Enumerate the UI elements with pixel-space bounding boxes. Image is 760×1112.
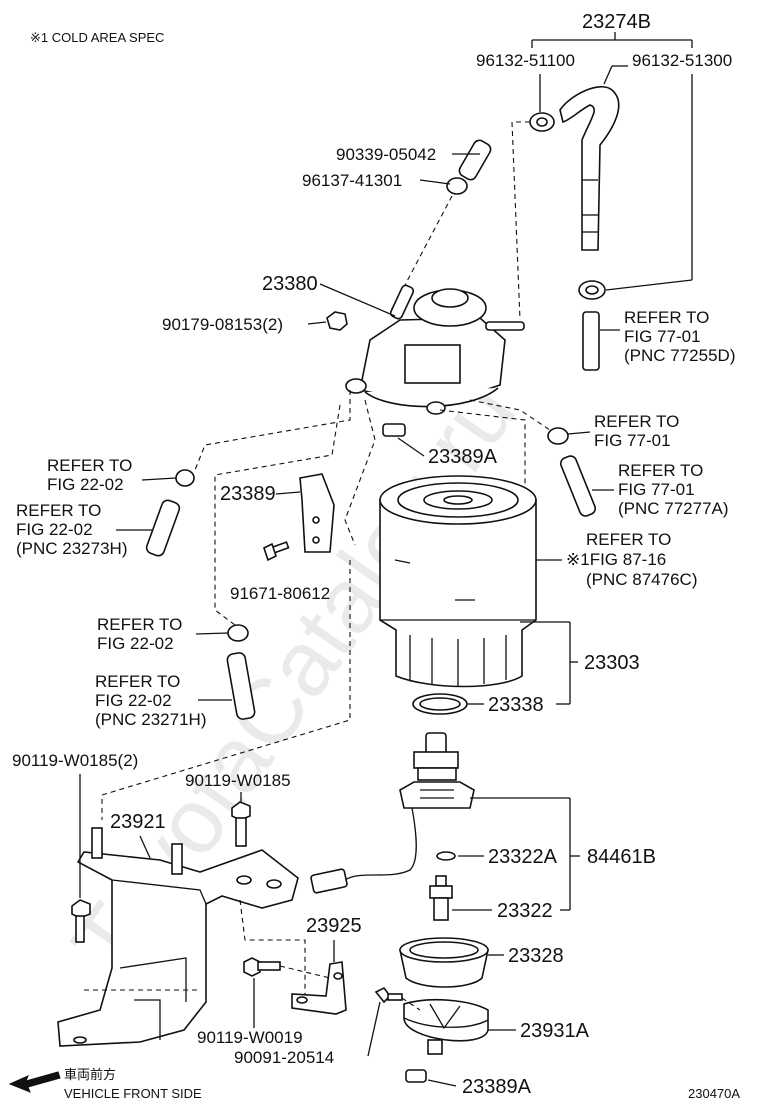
label-96137-41301: 96137-41301 [302,171,402,190]
hose-77277a-icon [559,455,597,517]
label-23389a-bottom: 23389A [462,1076,532,1098]
ref-text: REFER TO [47,456,132,475]
ref-text: FIG 22-02 [95,691,172,710]
label-96132-51100: 96132-51100 [476,51,575,70]
clamp-band-23931a[interactable] [403,998,489,1055]
clip-23389a-bottom-icon[interactable] [405,1069,427,1083]
label-23274b: 23274B [582,11,651,33]
label-90179-08153: 90179-08153(2) [162,315,283,334]
ref-fig-77-01-pnc-77255d[interactable]: REFER TO FIG 77-01 (PNC 77255D) [624,308,736,365]
label-90119-w0185: 90119-W0185 [185,771,291,790]
ref-text: (PNC 77255D) [624,346,736,365]
ref-text: REFER TO [586,530,671,549]
label-23322: 23322 [497,900,553,922]
ref-text: FIG 22-02 [97,634,174,653]
clip-23389a-top-icon[interactable] [382,423,406,437]
clamp-22-02-a-icon [175,469,195,487]
nut-90179-08153-icon[interactable] [326,311,348,331]
label-84461b: 84461B [587,846,656,868]
bolt-90119-w0019-icon[interactable] [243,957,281,977]
ref-text: REFER TO [16,501,101,520]
ref-fig-22-02-b[interactable]: REFER TO FIG 22-02 [97,615,182,653]
bracket-23389[interactable] [299,473,335,553]
ref-text: REFER TO [594,412,679,431]
ref-text: (PNC 23273H) [16,539,128,558]
hose-clamp-96132-51300-icon[interactable] [578,280,606,300]
bowl-23328[interactable] [399,937,489,988]
bracket-23921[interactable] [57,827,299,1047]
label-23389: 23389 [220,483,276,505]
bracket-23925[interactable] [291,961,347,1015]
bolt-90091-20514-icon[interactable] [374,986,403,1004]
o-ring-23322a-icon[interactable] [436,851,456,861]
label-23328: 23328 [508,945,564,967]
o-ring-23338-icon[interactable] [412,693,468,715]
plug-23322-icon[interactable] [429,875,453,921]
label-23322a: 23322A [488,846,558,868]
ref-fig-22-02-pnc-23273h[interactable]: REFER TO FIG 22-02 (PNC 23273H) [16,501,128,558]
clamp-22-02-b-icon [227,624,249,642]
label-23303: 23303 [584,652,640,674]
label-23338: 23338 [488,694,544,716]
clamp-77-01-icon [547,427,569,445]
ref-fig-77-01-pnc-77277a[interactable]: REFER TO FIG 77-01 (PNC 77277A) [618,461,729,518]
ref-fig-77-01-clamp[interactable]: REFER TO FIG 77-01 [594,412,679,450]
hose-77255d-icon [582,311,600,371]
label-90339-05042: 90339-05042 [336,145,436,164]
front-side-jp: 車両前方 [64,1067,116,1082]
filter-head-23380[interactable] [345,284,525,415]
label-23380: 23380 [262,273,318,295]
ref-text: (PNC 87476C) [586,570,698,589]
ref-text: REFER TO [624,308,709,327]
vehicle-front-arrow-icon [8,1071,61,1093]
ref-text: REFER TO [95,672,180,691]
fuel-filter-cartridge-23303[interactable] [379,475,537,688]
label-23931a: 23931A [520,1020,590,1042]
ref-text: FIG 77-01 [624,327,701,346]
cold-area-note: ※1 COLD AREA SPEC [30,30,164,45]
water-sensor-84461b[interactable] [310,732,475,894]
label-90091-20514: 90091-20514 [234,1048,334,1067]
bolt-90119-w0185-2-icon[interactable] [71,899,91,943]
label-23921: 23921 [110,811,166,833]
bolt-91671-80612-icon[interactable] [263,541,290,562]
ref-text: FIG 22-02 [16,520,93,539]
hose-23271h-icon [226,652,256,720]
ref-fig-22-02-pnc-23271h[interactable]: REFER TO FIG 22-02 (PNC 23271H) [95,672,207,729]
label-96132-51300: 96132-51300 [632,51,732,70]
label-23925: 23925 [306,915,362,937]
ref-text: (PNC 77277A) [618,499,729,518]
hose-assembly-23274b[interactable] [559,85,620,251]
label-23389a-top: 23389A [428,446,498,468]
label-90119-w0019: 90119-W0019 [197,1028,303,1047]
bolt-90119-w0185-icon[interactable] [231,801,251,847]
ref-text: (PNC 23271H) [95,710,207,729]
hose-90339-05042-icon[interactable] [457,138,493,182]
ref-text: FIG 22-02 [47,475,124,494]
ref-fig-22-02-a[interactable]: REFER TO FIG 22-02 [47,456,132,494]
label-91671-80612: 91671-80612 [230,584,330,603]
figure-code: 230470A [688,1086,740,1101]
label-90119-w0185-2: 90119-W0185(2) [12,751,138,770]
ref-text: REFER TO [97,615,182,634]
ref-fig-87-16-pnc-87476c[interactable]: REFER TO ※1FIG 87-16 (PNC 87476C) [566,530,698,589]
ref-text: REFER TO [618,461,703,480]
ref-text: ※1FIG 87-16 [566,550,666,569]
clamp-96137-41301-icon[interactable] [446,177,468,195]
hose-clamp-96132-51100-icon[interactable] [529,112,555,132]
ref-text: FIG 77-01 [594,431,671,450]
ref-text: FIG 77-01 [618,480,695,499]
front-side-en: VEHICLE FRONT SIDE [64,1086,202,1101]
hose-23273h-icon [145,499,181,557]
